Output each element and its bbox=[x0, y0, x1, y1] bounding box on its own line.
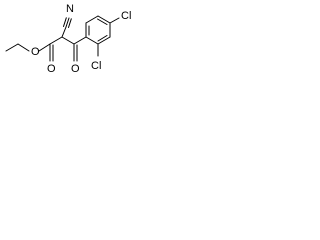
bond-ring-2-3 bbox=[97, 36, 111, 45]
bond-ethyl-ch2-o bbox=[17, 43, 30, 52]
chlorine-para-label: Cl bbox=[121, 10, 131, 22]
bond-o-carbonyl-c bbox=[38, 43, 51, 52]
bond-carbonyl-alpha-c bbox=[49, 36, 63, 45]
bond-cn-triple-c bbox=[63, 17, 67, 27]
ether-oxygen-label: O bbox=[31, 46, 40, 58]
bond-ring-cl-para bbox=[109, 17, 120, 24]
bond-ethyl-ch3-ch2 bbox=[5, 43, 19, 52]
nitrogen-label: N bbox=[66, 3, 74, 15]
ester-oxygen-label: O bbox=[47, 63, 56, 75]
bond-ketone-c-ring bbox=[73, 36, 87, 45]
ketone-oxygen-label: O bbox=[71, 63, 80, 75]
bond-ring-4-5 bbox=[97, 15, 111, 24]
bond-ring-1-2 bbox=[85, 36, 99, 45]
bond-ring-5-6 bbox=[85, 15, 99, 24]
bond-alpha-c-ketone-c bbox=[61, 36, 75, 45]
molecule-structure-diagram: N O O O Cl Cl bbox=[5, 3, 131, 75]
bond-ring-inner-b bbox=[97, 35, 108, 42]
bond-ring-inner-c bbox=[97, 18, 108, 25]
chlorine-ortho-label: Cl bbox=[91, 60, 101, 72]
bond-cn-triple-b bbox=[68, 18, 72, 28]
bond-cn-triple-a bbox=[65, 17, 70, 28]
bond-alpha-c-cn bbox=[61, 26, 67, 38]
structure-canvas: N O O O Cl Cl bbox=[0, 0, 164, 83]
